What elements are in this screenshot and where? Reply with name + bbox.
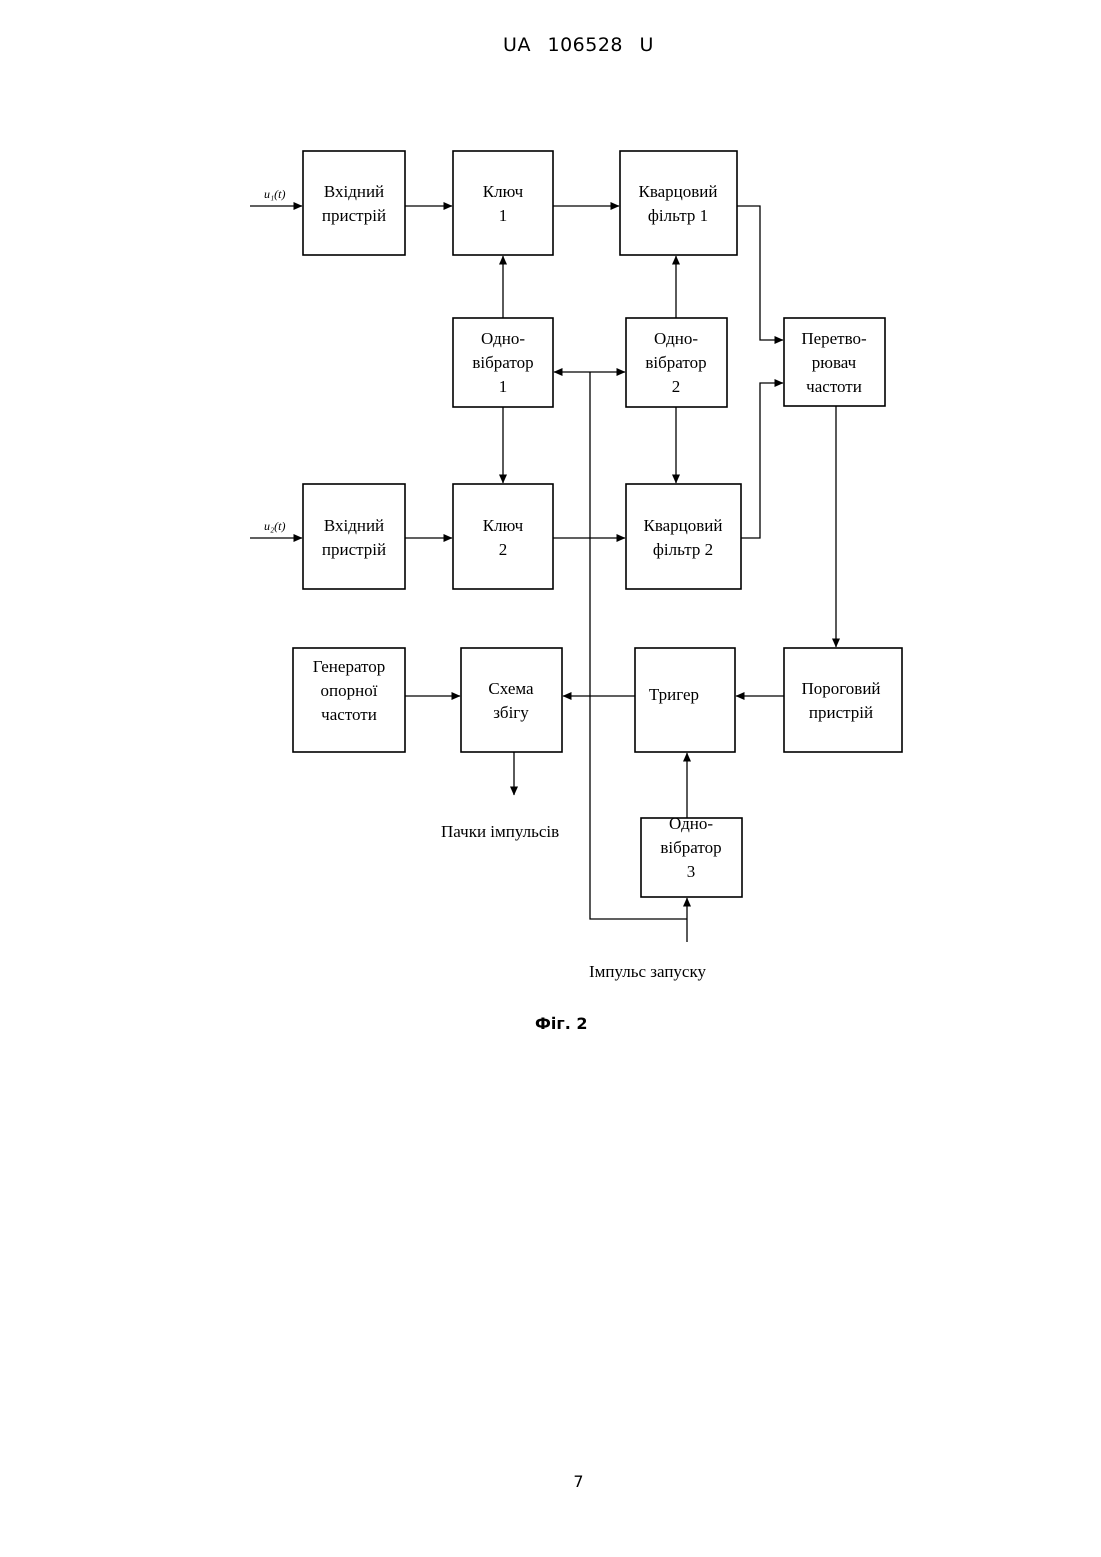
- signal-output-label: Пачки імпульсів: [441, 822, 559, 841]
- block-label-line: вібратор: [472, 353, 533, 372]
- block-label-line: Одно-: [481, 329, 525, 348]
- block-key-2: Ключ 2: [453, 484, 553, 589]
- block-label-line: Вхідний: [324, 182, 384, 201]
- signal-start-pulse-label: Імпульс запуску: [589, 962, 706, 981]
- page-number: 7: [0, 1472, 1101, 1491]
- block-label-line: Кварцовий: [638, 182, 717, 201]
- block-label-line: 2: [499, 540, 508, 559]
- block-input-device-2: Вхідний пристрій: [303, 484, 405, 589]
- block-input-device-1: Вхідний пристрій: [303, 151, 405, 255]
- block-label-line: Схема: [488, 679, 534, 698]
- wire-filter-1-converter: [737, 206, 783, 340]
- block-frequency-converter: Перетво-рювач частоти: [784, 318, 885, 406]
- block-monovibrator-3: Одно-вібратор 3: [641, 814, 742, 897]
- block-label-line: опорної: [321, 681, 378, 700]
- block-label-line: пристрій: [322, 206, 386, 225]
- block-trigger: Тригер: [635, 648, 735, 752]
- block-label-line: Тригер: [649, 685, 699, 704]
- block-label-line: вібратор: [660, 838, 721, 857]
- block-label-line: фільтр 2: [653, 540, 713, 559]
- block-quartz-filter-2: Кварцовий фільтр 2: [626, 484, 741, 589]
- block-label-line: Пороговий: [801, 679, 880, 698]
- block-label-line: Вхідний: [324, 516, 384, 535]
- block-label-line: Ключ: [483, 516, 524, 535]
- block-reference-generator-label: Генератор опорної частоти: [313, 657, 386, 724]
- block-label-line: пристрій: [809, 703, 873, 722]
- block-label-line: рювач: [812, 353, 857, 372]
- block-monovibrator-1: Одно-вібратор 1: [453, 318, 553, 407]
- block-label-line: вібратор: [645, 353, 706, 372]
- signal-input-2-label: u₂(t): [264, 519, 286, 533]
- block-monovibrator-2: Одно-вібратор 2: [626, 318, 727, 407]
- block-quartz-filter-1: Кварцовий фільтр 1: [620, 151, 737, 255]
- block-label-line: Одно-: [654, 329, 698, 348]
- wire-filter-2-converter: [741, 383, 783, 538]
- block-threshold-device: Пороговий пристрій: [784, 648, 902, 752]
- block-reference-generator: Генератор опорної частоти: [293, 648, 405, 752]
- block-label-line: фільтр 1: [648, 206, 708, 225]
- block-trigger-label: Тригер: [649, 685, 699, 704]
- block-label-line: Одно-: [669, 814, 713, 833]
- block-label-line: Перетво-: [801, 329, 867, 348]
- block-label-line: Генератор: [313, 657, 386, 676]
- block-label-line: 1: [499, 206, 508, 225]
- figure-caption: Фіг. 2: [535, 1014, 588, 1033]
- block-coincidence-circuit: Схема збігу: [461, 648, 562, 752]
- block-label-line: 3: [687, 862, 696, 881]
- block-label-line: частоти: [321, 705, 377, 724]
- block-label-line: збігу: [493, 703, 529, 722]
- block-label-line: 1: [499, 377, 508, 396]
- block-label-line: 2: [672, 377, 681, 396]
- block-label-line: частоти: [806, 377, 862, 396]
- block-label-line: Кварцовий: [643, 516, 722, 535]
- block-key-1: Ключ 1: [453, 151, 553, 255]
- block-label-line: Ключ: [483, 182, 524, 201]
- signal-input-1-label: u₁(t): [264, 187, 286, 201]
- block-label-line: пристрій: [322, 540, 386, 559]
